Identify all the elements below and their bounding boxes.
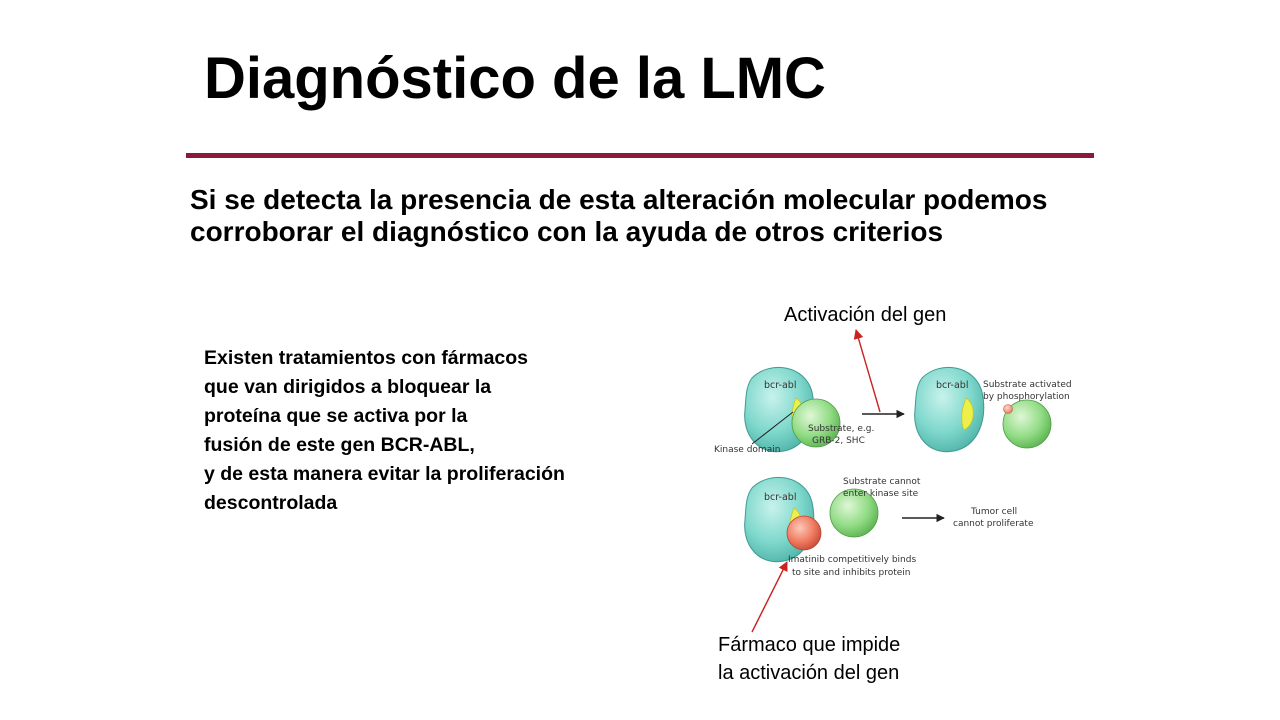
annotation-gene-activation: Activación del gen — [784, 304, 947, 326]
kinase-domain-pointer — [751, 411, 794, 445]
annotation-arrow-down — [751, 561, 788, 633]
bcr-abl-label: bcr-abl — [936, 380, 968, 391]
annotation-drug-line: Fármaco que impide — [718, 634, 901, 656]
imatinib-label: Imatinib competitively binds — [788, 555, 916, 565]
treatment-line: Existen tratamientos con fármacos — [204, 347, 529, 369]
phosphate-dot — [1003, 404, 1013, 414]
annotation-drug: Fármaco que impide la activación del gen — [718, 631, 900, 687]
imatinib-label: to site and inhibits protein — [792, 568, 911, 578]
bcr-abl-label: bcr-abl — [764, 380, 796, 391]
treatment-line: que van dirigidos a bloquear la — [204, 376, 492, 398]
annotation-arrow-up — [853, 329, 881, 413]
blocked-substrate-circle — [829, 488, 879, 538]
panel-substrate-binding: bcr-abl Kinase domain Substrate, e.g. GR… — [714, 366, 874, 455]
binding-site — [961, 397, 974, 431]
treatment-paragraph: Existen tratamientos con fármacos que va… — [204, 344, 674, 518]
kinase-domain-label: Kinase domain — [714, 445, 780, 455]
substrate-cannot-label: Substrate cannot — [843, 477, 921, 487]
treatment-line: proteína que se activa por la — [204, 405, 468, 427]
substrate-label: GRB-2, SHC — [812, 436, 865, 446]
tumor-cell-label: cannot proliferate — [953, 519, 1034, 529]
substrate-circle — [791, 398, 841, 448]
annotation-drug-line: la activación del gen — [718, 662, 900, 684]
imatinib-molecule — [786, 515, 822, 551]
treatment-line: y de esta manera evitar la proliferación — [204, 463, 565, 485]
bcr-abl-label: bcr-abl — [764, 492, 796, 503]
panel-substrate-activated: bcr-abl Substrate activated by phosphory… — [914, 366, 1072, 453]
title-divider — [186, 153, 1094, 158]
slide-title: Diagnóstico de la LMC — [204, 46, 826, 111]
activated-label: Substrate activated — [983, 380, 1072, 390]
tumor-cell-label: Tumor cell — [970, 507, 1017, 517]
panel-imatinib-inhibition: bcr-abl Substrate cannot enter kinase si… — [744, 476, 1034, 578]
activated-label: by phosphorylation — [983, 392, 1070, 402]
lead-paragraph: Si se detecta la presencia de esta alter… — [190, 184, 1048, 247]
treatment-line: fusión de este gen BCR-ABL, — [204, 434, 475, 456]
substrate-label: Substrate, e.g. — [808, 424, 874, 434]
bcr-abl-protein — [914, 366, 985, 453]
treatment-line: descontrolada — [204, 492, 338, 514]
substrate-cannot-label: enter kinase site — [843, 489, 919, 499]
activated-substrate-circle — [1002, 399, 1052, 449]
